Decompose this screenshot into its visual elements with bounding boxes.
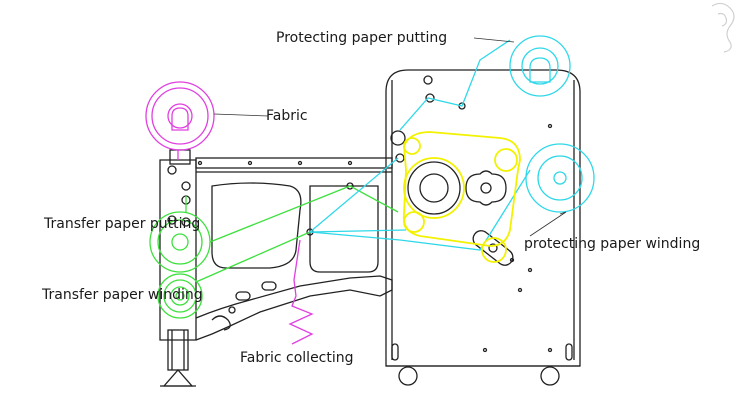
- protecting-paper-path: [308, 35, 595, 251]
- label-protecting-paper-winding: protecting paper winding: [524, 236, 701, 252]
- label-transfer-paper-winding: Transfer paper winding: [42, 287, 203, 303]
- logo-watermark-icon: [711, 2, 735, 53]
- label-fabric-collecting: Fabric collecting: [240, 350, 354, 366]
- transfer-paper-path: [149, 185, 399, 319]
- label-fabric: Fabric: [266, 108, 308, 124]
- leader-lines: [213, 37, 567, 237]
- fabric-roll: [145, 81, 314, 345]
- label-transfer-paper-putting: Transfer paper putting: [44, 216, 201, 232]
- right-cabinet: [385, 69, 581, 386]
- label-protecting-paper-putting: Protecting paper putting: [276, 30, 448, 46]
- heat-roller-path: [402, 131, 521, 263]
